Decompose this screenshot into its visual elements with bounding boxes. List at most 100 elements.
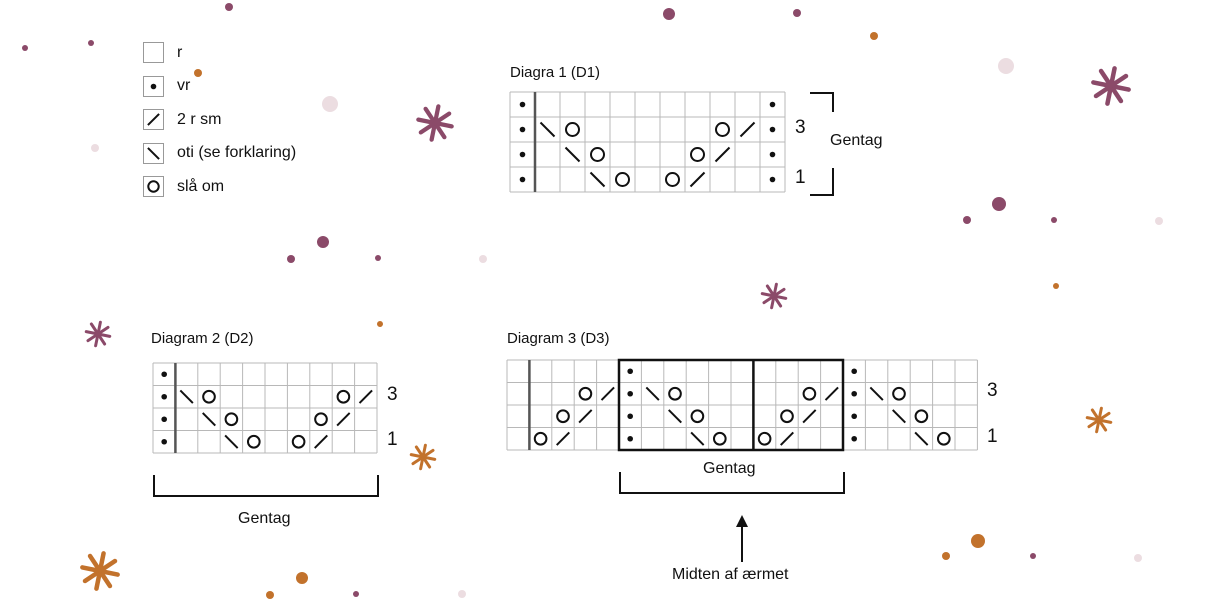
legend-label: 2 r sm [177, 110, 222, 128]
chart-cell [314, 412, 328, 427]
chart-cell [769, 101, 776, 108]
chart-cell [539, 121, 556, 138]
chart-cell [202, 412, 216, 427]
ssk-backslash-icon [869, 386, 884, 401]
yarn-over-circle-icon [615, 172, 630, 187]
chart-cell [615, 172, 630, 187]
k2tog-slash-icon [336, 412, 351, 427]
purl-dot-icon [161, 393, 167, 400]
confetti-dot [296, 572, 308, 584]
diagram-2-title: Diagram 2 (D2) [151, 330, 254, 347]
d2-row-label-3: 3 [387, 384, 398, 405]
confetti-dot [971, 534, 985, 548]
legend-item: 2 r sm [143, 109, 221, 130]
purl-dot-icon [769, 151, 776, 158]
chart-cell [715, 122, 730, 137]
chart-cell [851, 435, 857, 442]
yarn-over-circle-icon [147, 180, 160, 193]
legend-label: vr [177, 77, 191, 94]
confetti-dot [225, 3, 233, 11]
ssk-backslash-icon [224, 434, 239, 449]
asterisk-star-icon [1085, 406, 1113, 434]
bracket-gap [812, 112, 837, 168]
k2tog-slash-icon [739, 121, 756, 138]
ssk-backslash-icon [914, 431, 929, 446]
chart-cell [161, 438, 167, 445]
k2tog-slash-icon [714, 146, 731, 163]
k2tog-slash-icon [314, 434, 328, 449]
yarn-over-circle-icon [565, 122, 580, 137]
k2tog-slash-icon [600, 386, 615, 401]
purl-dot-icon [519, 126, 526, 133]
slash-symbol-icon [143, 109, 164, 130]
purl-dot-icon [851, 435, 857, 442]
confetti-dot [1030, 553, 1036, 559]
repeat-box [617, 358, 845, 452]
yarn-over-circle-icon [715, 122, 730, 137]
ssk-backslash-icon [892, 409, 906, 424]
chart-cell [892, 386, 906, 401]
k2tog-slash-icon [578, 409, 593, 424]
confetti-dot [91, 144, 99, 152]
chart-cell [589, 171, 606, 188]
d3-center-label: Midten af ærmet [672, 566, 789, 583]
chart-cell [224, 412, 239, 427]
purl-dot-icon [627, 413, 633, 420]
chart-cell [690, 147, 705, 162]
purl-dot-icon [627, 390, 633, 397]
yarn-over-circle-icon [314, 412, 328, 427]
purl-dot-icon [519, 101, 526, 108]
chart-cell [578, 386, 593, 401]
confetti-dot [375, 255, 381, 261]
yarn-over-circle-icon [802, 386, 817, 401]
confetti-dot [663, 8, 675, 20]
ssk-backslash-icon [202, 412, 216, 427]
confetti-dot [88, 40, 94, 46]
confetti-dot [194, 69, 202, 77]
chart-cell [802, 386, 817, 401]
legend-item: slå om [143, 176, 224, 197]
backslash-symbol-icon [143, 142, 164, 164]
chart-cell [914, 431, 929, 446]
purl-dot-icon [161, 438, 167, 445]
purl-dot-icon [851, 413, 857, 420]
yarn-over-circle-icon [291, 434, 306, 449]
yarn-over-circle-icon [224, 412, 239, 427]
chart-cell [627, 413, 633, 420]
confetti-dot [963, 216, 971, 224]
chart-cell [769, 151, 776, 158]
asterisk-star-icon [1091, 66, 1131, 106]
yarn-over-circle-icon [892, 386, 906, 401]
confetti-dot [1051, 217, 1057, 223]
legend-label: r [177, 43, 183, 61]
confetti-dot [377, 321, 383, 327]
chart-cell [291, 434, 306, 449]
chart-cell [224, 434, 239, 449]
yarn-over-circle-icon [780, 409, 794, 424]
confetti-dot [1134, 554, 1142, 562]
confetti-dot [992, 197, 1006, 211]
k2tog-slash-icon [689, 171, 706, 188]
purl-dot-icon [851, 368, 857, 375]
k2tog-slash-icon [556, 431, 570, 446]
asterisk-star-icon [416, 104, 454, 142]
k2tog-slash-icon [147, 113, 160, 126]
asterisk-star-icon [760, 282, 788, 310]
chart-cell [645, 386, 660, 401]
chart-cell [769, 176, 776, 183]
chart-cell [519, 176, 526, 183]
ssk-backslash-icon [539, 121, 556, 138]
chart-cell [161, 416, 167, 423]
chart-cell [590, 147, 605, 162]
ssk-backslash-icon [690, 431, 705, 446]
chart-cell [565, 122, 580, 137]
yarn-over-circle-icon [533, 431, 548, 446]
d1-grid [509, 91, 786, 193]
purl-dot-icon [150, 83, 157, 89]
chart-cell [564, 146, 581, 163]
yarn-over-circle-icon [668, 386, 682, 401]
confetti-dot [287, 255, 295, 263]
chart-cell [780, 409, 794, 424]
chart-cell [314, 434, 328, 449]
yarn-over-circle-icon [665, 172, 680, 187]
